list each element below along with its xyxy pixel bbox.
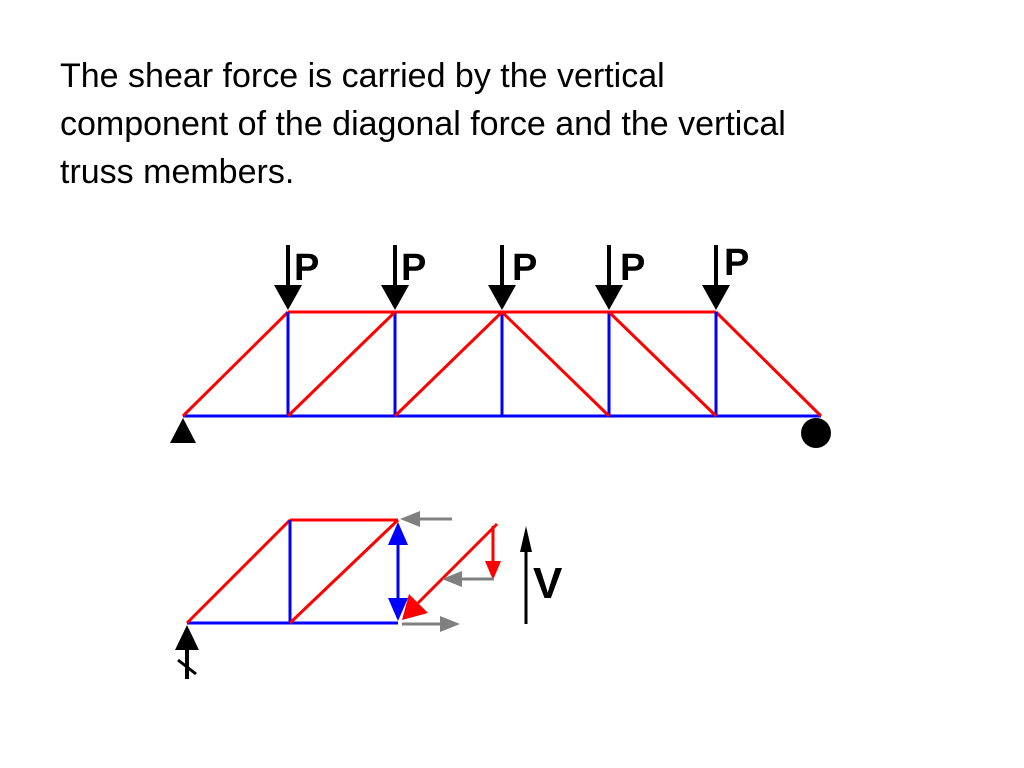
diagonal-member-1: [286, 310, 397, 418]
arrow-left-icon: [442, 571, 462, 587]
arrow-up-icon: [388, 522, 408, 545]
load-label-5: P: [724, 242, 749, 284]
arrow-left-icon: [400, 511, 420, 527]
arrow-down-icon: [595, 285, 623, 310]
section-end-diagonal: [185, 518, 292, 625]
full-truss: [170, 310, 831, 448]
load-label-3: P: [512, 247, 537, 289]
arrow-down-icon: [485, 561, 501, 580]
slide-text: The shear force is carried by the vertic…: [60, 52, 960, 196]
load-label-4: P: [620, 247, 645, 289]
vertical-member-force-arrow: [388, 522, 408, 621]
arrow-down-icon: [488, 285, 516, 310]
load-label-2: P: [401, 247, 426, 289]
diagonal-vertical-component-arrow: [485, 526, 501, 580]
arrow-down-icon: [388, 598, 408, 621]
arrow-up-icon: [520, 526, 532, 552]
load-label-1: P: [294, 247, 319, 289]
arrow-down-icon: [702, 285, 730, 310]
free-body-section: V: [175, 511, 563, 679]
right-end-diagonal: [714, 310, 823, 418]
load-arrow-1: P: [274, 245, 319, 310]
load-arrow-3: P: [488, 245, 537, 310]
load-arrows: P P P P P: [274, 242, 749, 310]
load-arrow-4: P: [595, 245, 645, 310]
diagonal-horizontal-component-arrow: [442, 571, 494, 587]
pin-support-icon: [170, 418, 196, 443]
diagonal-member-4: [607, 310, 718, 418]
text-line-2: component of the diagonal force and the …: [60, 105, 786, 143]
load-arrow-5: P: [702, 242, 749, 310]
roller-support-icon: [801, 418, 831, 448]
diagonal-member-2: [393, 310, 504, 418]
arrow-down-icon: [274, 285, 302, 310]
text-line-1: The shear force is carried by the vertic…: [60, 57, 665, 95]
top-chord-force-arrow: [400, 511, 452, 527]
left-end-diagonal: [181, 310, 290, 418]
shear-force-arrow: [520, 526, 532, 624]
arrow-right-icon: [440, 616, 460, 632]
arrow-diagonal-icon: [402, 594, 428, 620]
load-arrow-2: P: [381, 245, 426, 310]
diagonal-member-3: [500, 310, 611, 418]
text-line-3: truss members.: [60, 153, 295, 191]
pin-support-icon: [175, 625, 199, 650]
bottom-chord-force-arrow: [402, 616, 460, 632]
diagonal-force-arrow: [402, 522, 499, 620]
reaction-force-icon: [177, 650, 197, 679]
arrow-down-icon: [381, 285, 409, 310]
section-diagonal-member: [288, 518, 400, 625]
shear-label: V: [533, 559, 563, 608]
